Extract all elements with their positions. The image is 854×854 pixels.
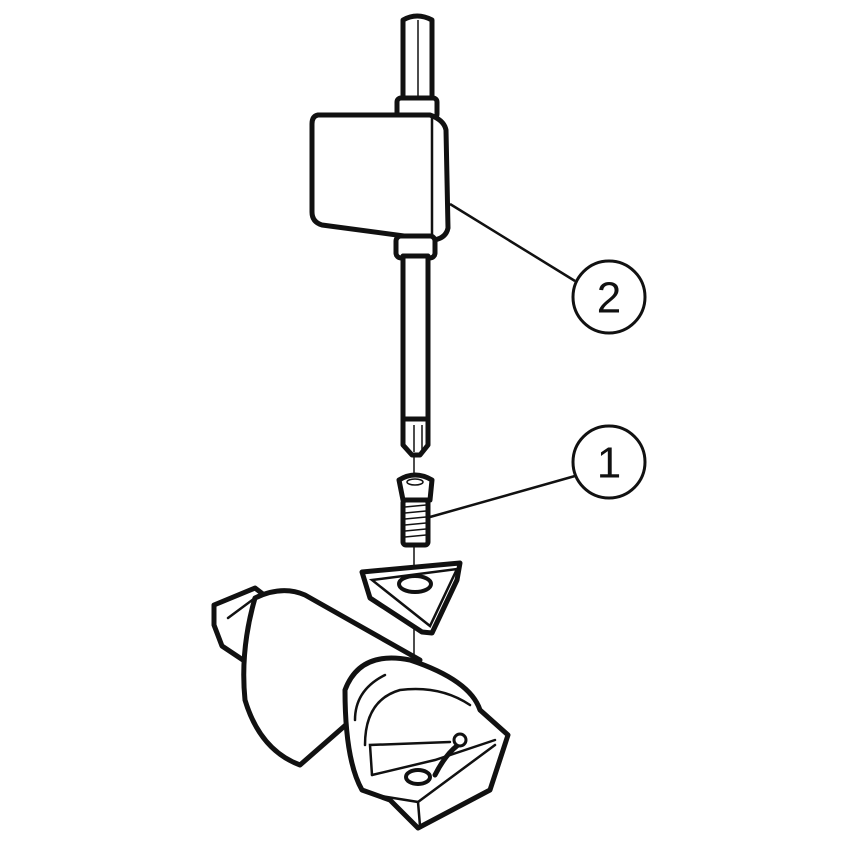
callout-number: 1	[597, 439, 621, 488]
callout-number: 2	[597, 274, 621, 323]
callout-1: 1	[429, 424, 647, 519]
torx-key	[309, 13, 451, 458]
screw	[396, 472, 435, 548]
callout-2: 2	[449, 202, 647, 335]
tool-holder	[211, 585, 511, 831]
triangular-insert	[359, 560, 463, 636]
